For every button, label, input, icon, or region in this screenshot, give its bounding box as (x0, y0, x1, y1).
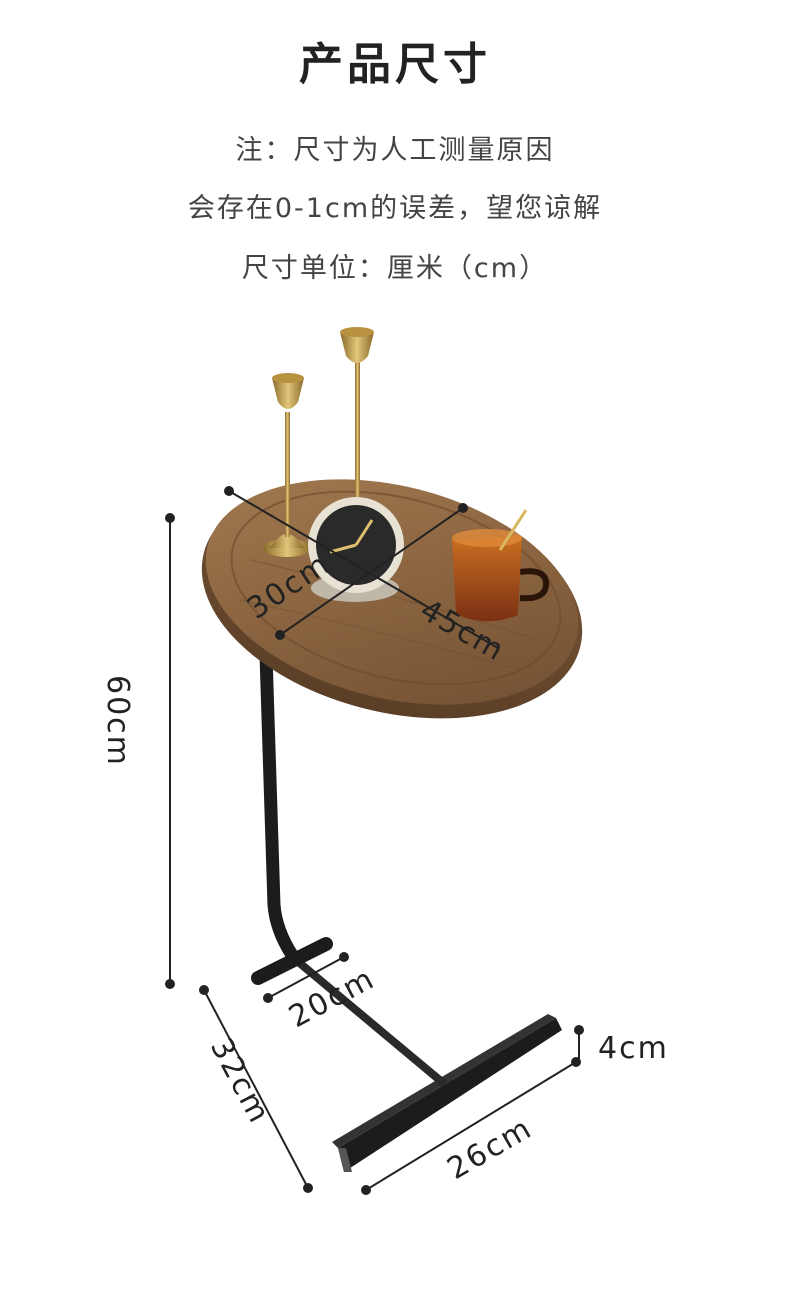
note-line-measurement: 注：尺寸为人工测量原因 (235, 135, 555, 166)
label-foot-bar: 20cm (283, 961, 381, 1035)
dimension-lines (165, 486, 584, 1195)
dim-line-base-length (365, 1061, 577, 1191)
dim-line-top-width (279, 507, 464, 636)
candle-holder-right (340, 327, 374, 508)
table-clock (308, 497, 404, 602)
candle-holder-left (263, 373, 311, 557)
amber-glass-cup (452, 509, 550, 622)
dim-line-top-length (228, 490, 499, 649)
note-line-unit: 尺寸单位：厘米（cm） (241, 253, 549, 284)
label-base-depth: 32cm (203, 1032, 277, 1130)
base-rod (286, 951, 446, 1086)
label-base-length: 26cm (442, 1111, 539, 1187)
page-title: 产品尺寸 (299, 39, 491, 90)
dim-line-base-depth (203, 989, 309, 1189)
note-line-tolerance: 会存在0-1cm的误差，望您谅解 (187, 193, 603, 224)
label-height: 60cm (100, 675, 135, 767)
table-post (259, 648, 299, 962)
dim-line-foot-bar (267, 956, 345, 999)
table-base (332, 1014, 562, 1172)
label-base-thickness: 4cm (598, 1031, 669, 1066)
